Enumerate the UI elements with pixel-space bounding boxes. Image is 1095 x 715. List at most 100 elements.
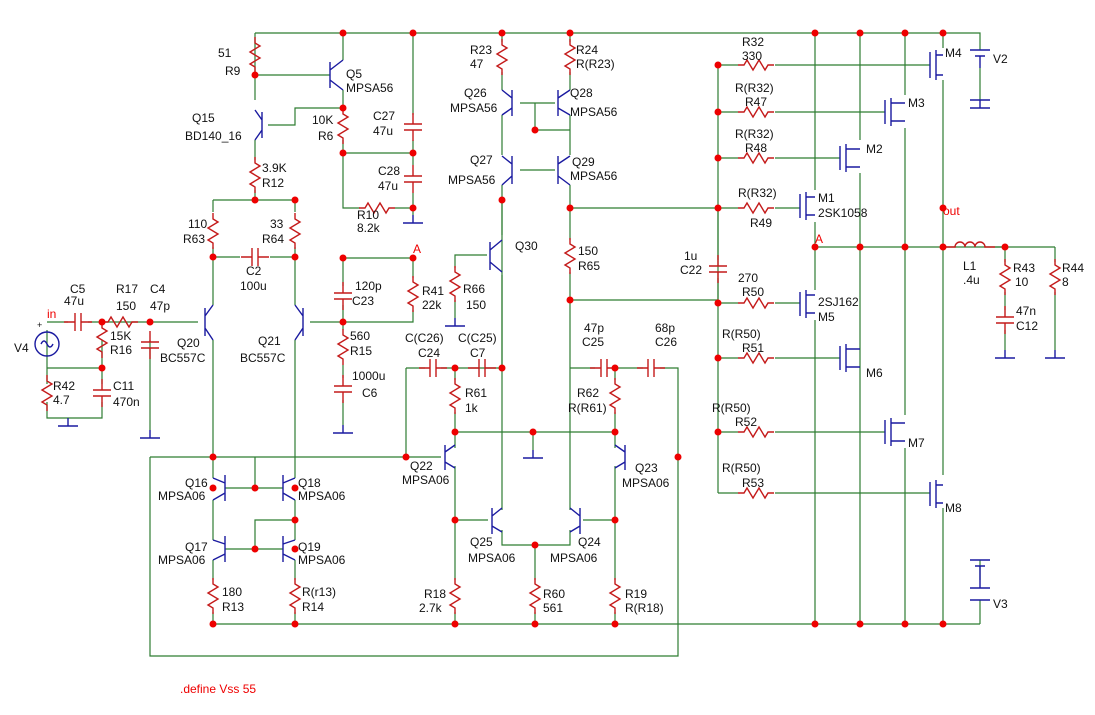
q24-ref: Q24	[578, 535, 601, 549]
junction-node	[531, 541, 539, 549]
m1-value: 2SK1058	[818, 206, 868, 220]
q28-value: MPSA56	[570, 105, 618, 119]
r10-value: 8.2k	[357, 221, 381, 235]
r61-ref: R61	[465, 386, 487, 400]
junction-node	[939, 243, 947, 251]
r10-ref: R10	[357, 208, 379, 222]
junction-node	[451, 516, 459, 524]
c25-value: 47p	[584, 321, 604, 335]
m2-icon	[839, 144, 860, 172]
r18-value: 2.7k	[419, 601, 443, 615]
c6-value: 1000u	[352, 369, 385, 383]
ground-icon	[57, 417, 79, 427]
q26-icon	[501, 89, 513, 116]
c22-value: 1u	[684, 249, 697, 263]
r23-value: 47	[470, 57, 484, 71]
r65-ref: R65	[578, 259, 600, 273]
junction-node	[714, 61, 722, 69]
junction-node	[611, 428, 619, 436]
r16-ref: R16	[110, 343, 132, 357]
c24-ref: C24	[418, 346, 440, 360]
r12-icon	[249, 156, 261, 194]
junction-node	[611, 516, 619, 524]
r9-icon	[249, 36, 261, 74]
r18-icon	[449, 577, 461, 615]
ground-icon	[139, 429, 161, 439]
q27-icon	[501, 155, 513, 186]
junction-node	[811, 243, 819, 251]
junction-node	[451, 364, 459, 372]
junction-node	[856, 29, 864, 37]
junction-node	[339, 318, 347, 326]
v3-ref: V3	[993, 597, 1008, 611]
junction-node	[498, 364, 506, 372]
junction-node	[291, 484, 299, 492]
junction-node	[291, 253, 299, 261]
r15-icon	[337, 328, 349, 366]
r18-ref: R18	[424, 587, 446, 601]
r49-icon	[737, 202, 775, 214]
junction-node	[566, 296, 574, 304]
junction-node	[339, 104, 347, 112]
q20-ref: Q20	[177, 336, 200, 350]
junction-node	[291, 545, 299, 553]
q21-icon	[294, 304, 304, 341]
q27-value: MPSA56	[448, 173, 496, 187]
r6-icon	[337, 107, 349, 145]
m4-icon	[929, 50, 943, 80]
c23-icon	[333, 281, 353, 311]
q20-icon	[204, 304, 214, 341]
q30-icon	[489, 239, 503, 273]
r42-ref: R42	[53, 379, 75, 393]
r17-icon	[101, 316, 139, 328]
m8-ref: M8	[945, 501, 962, 515]
net-label-out: out	[943, 204, 960, 218]
q15-value: BD140_16	[185, 129, 242, 143]
c7-ref: C7	[470, 346, 486, 360]
transistors	[204, 59, 626, 562]
c11-value: 470n	[113, 395, 140, 409]
junction-node	[901, 29, 909, 37]
q19-icon	[282, 536, 296, 562]
r63-ref: R63	[183, 232, 205, 246]
junction-node	[498, 29, 506, 37]
mosfets	[799, 50, 943, 508]
junction-node	[251, 196, 259, 204]
r53-ref: R53	[742, 476, 764, 490]
q29-icon	[557, 155, 571, 186]
r52-ref: R52	[735, 415, 757, 429]
junction-node	[291, 620, 299, 628]
c12-icon	[995, 305, 1015, 335]
junction-node	[674, 453, 682, 461]
m7-icon	[884, 418, 905, 446]
q26-value: MPSA56	[450, 101, 498, 115]
r63-value: 110	[188, 217, 207, 231]
m8-icon	[929, 480, 943, 508]
junction-node	[209, 620, 217, 628]
c6-icon	[333, 374, 353, 404]
c27-icon	[403, 112, 423, 142]
r9-value: 51	[218, 46, 232, 60]
q23-value: MPSA06	[622, 476, 670, 490]
q29-value: MPSA56	[570, 169, 618, 183]
v2-ref: V2	[993, 52, 1008, 66]
junction-node	[291, 196, 299, 204]
c28-ref: C28	[378, 164, 400, 178]
c5-ref: C5	[70, 282, 86, 296]
r66-ref: R66	[463, 282, 485, 296]
m5-icon	[799, 290, 815, 318]
r16-icon	[96, 321, 108, 359]
r23-icon	[496, 38, 508, 76]
m5-value: 2SJ162	[818, 295, 859, 309]
q21-value: BC557C	[240, 351, 286, 365]
q19-ref: Q19	[298, 540, 321, 554]
r41-ref: R41	[422, 284, 444, 298]
q17-ref: Q17	[185, 540, 208, 554]
junction-node	[146, 318, 154, 326]
q22-icon	[444, 444, 456, 470]
m4-ref: M4	[945, 46, 962, 60]
r42-icon	[41, 374, 53, 412]
junction-node	[611, 364, 619, 372]
r66-value: 150	[466, 298, 486, 312]
q28-ref: Q28	[570, 86, 593, 100]
